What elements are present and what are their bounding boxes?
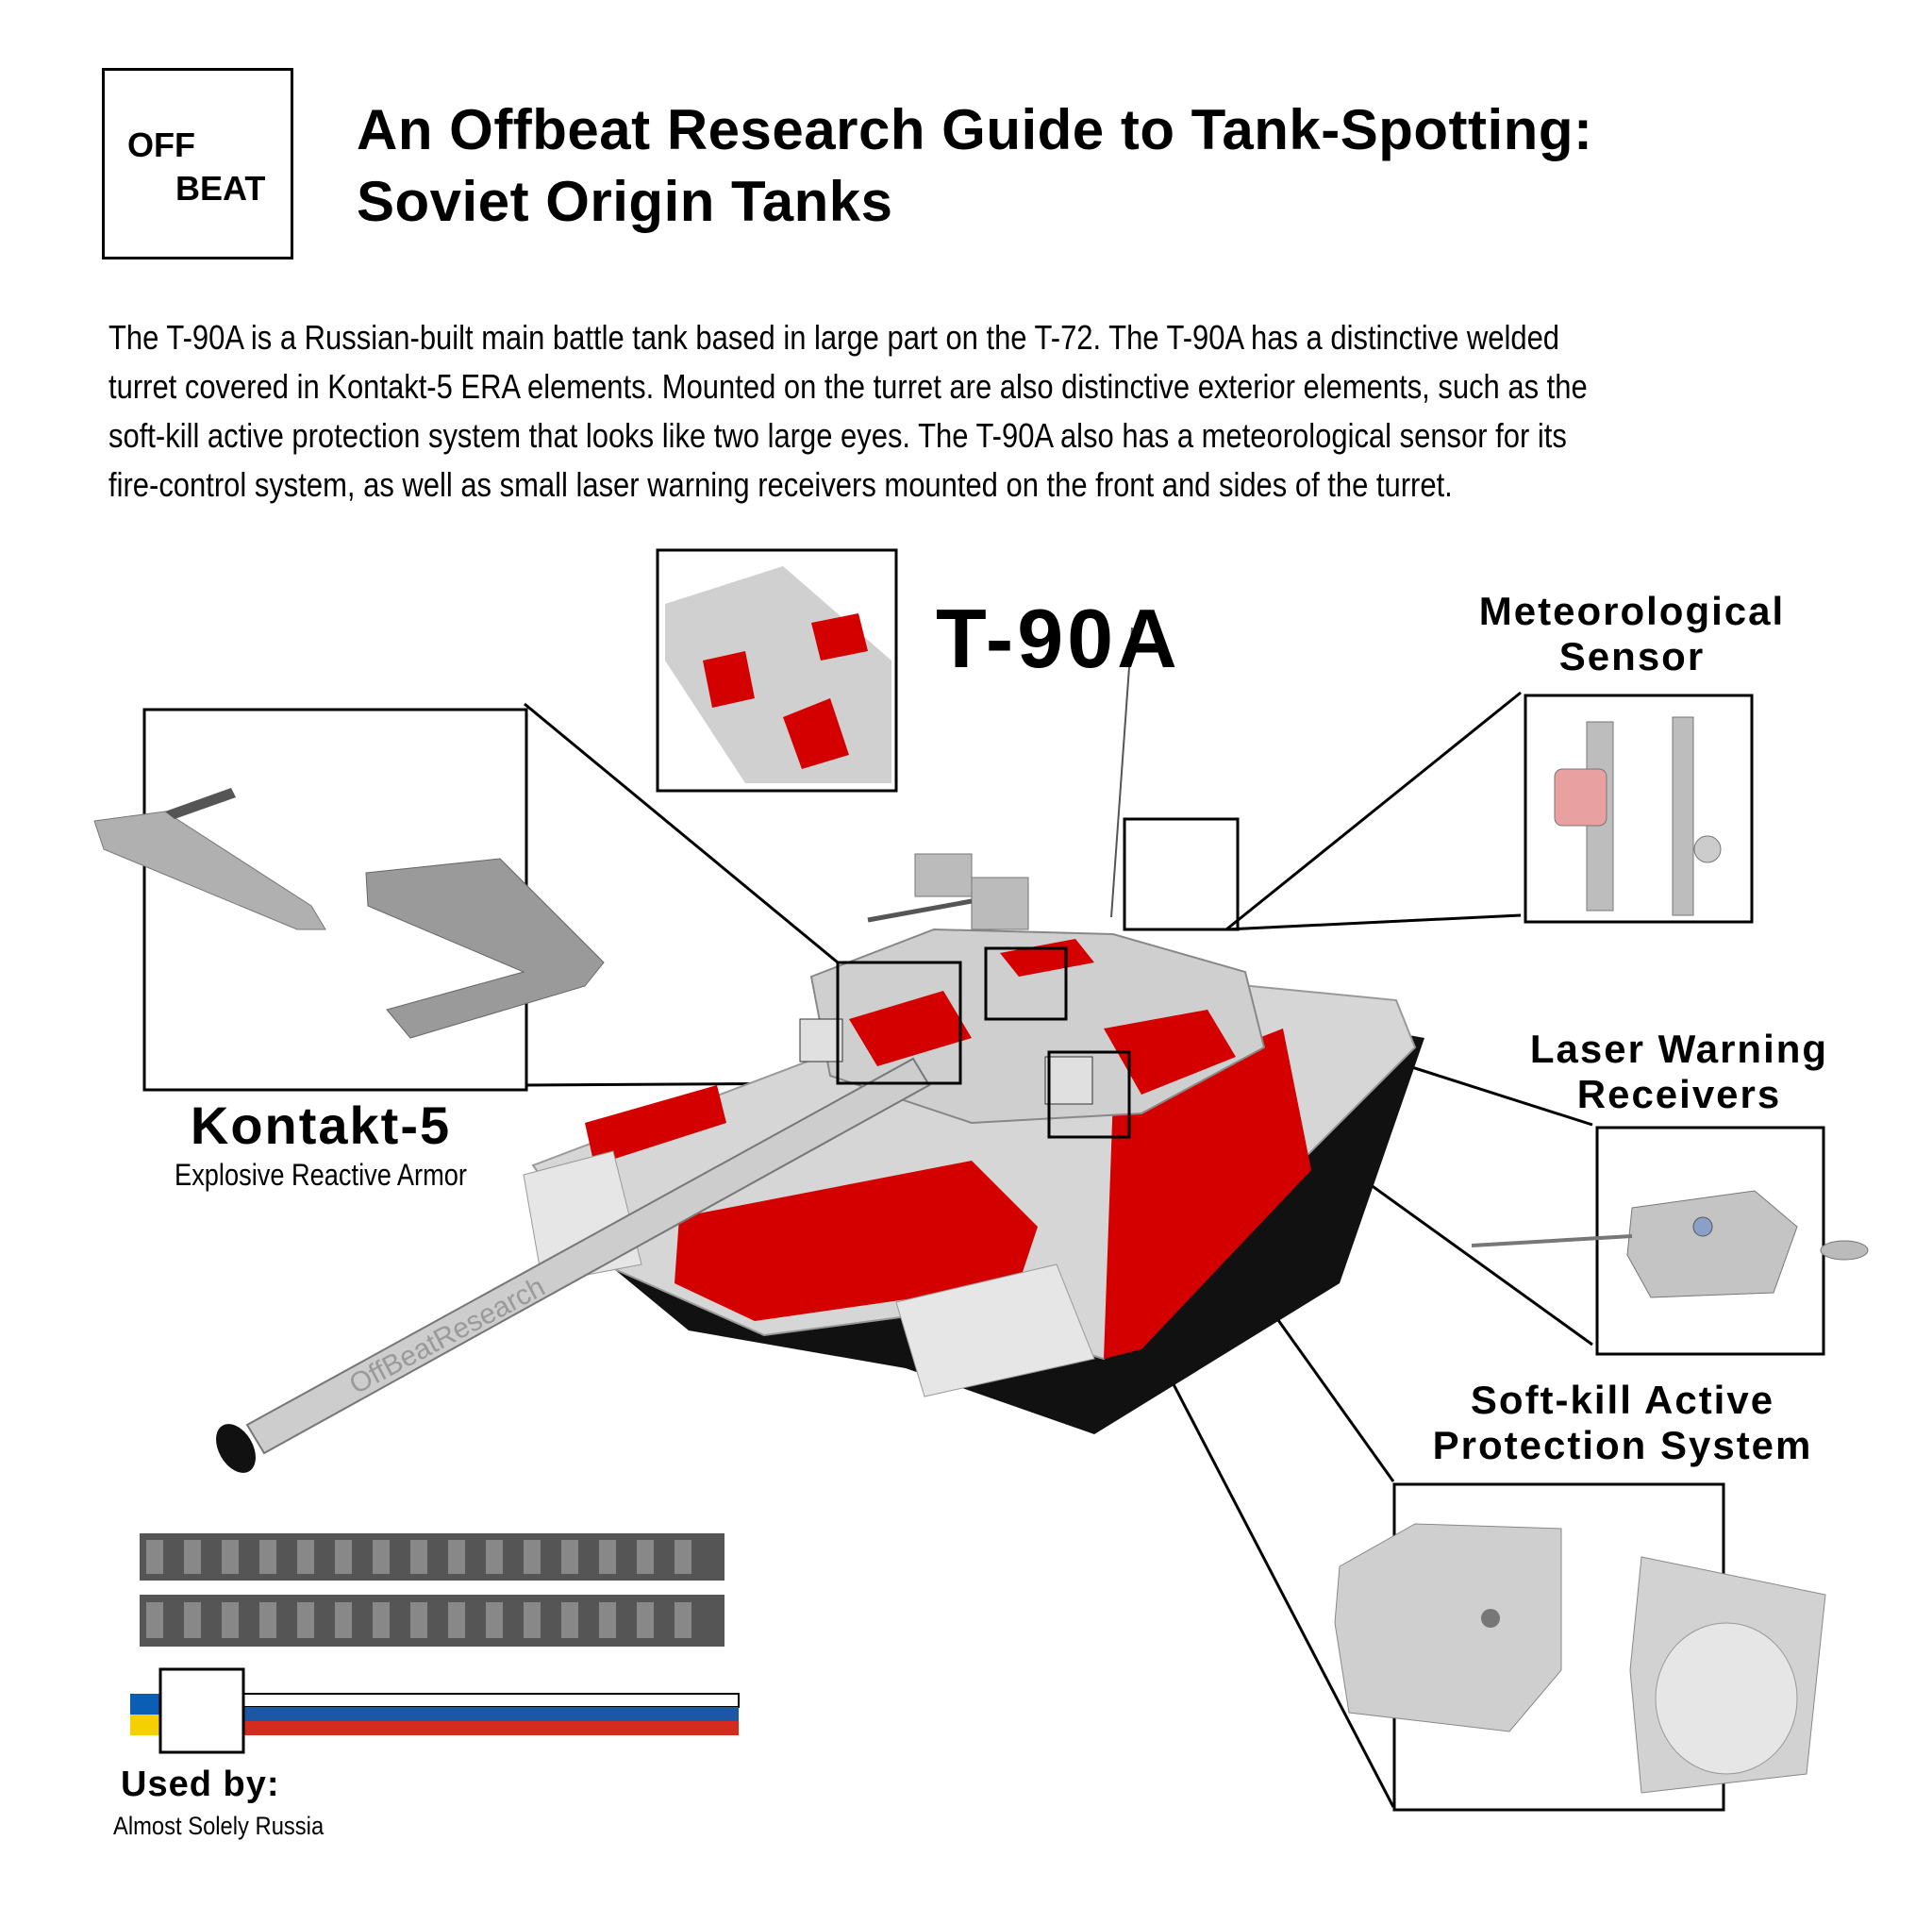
description-line-1: The T-90A is a Russian-built main battle…: [108, 318, 1560, 357]
era-block-2: [365, 858, 605, 1039]
ua-flag-yellow: [130, 1715, 160, 1735]
kontakt-label: Kontakt-5 Explosive Reactive Armor: [123, 1095, 519, 1193]
description-paragraph: The T-90A is a Russian-built main battle…: [108, 313, 1828, 510]
aps-eye-right: [1044, 1056, 1093, 1105]
turret-era-right: [1104, 1010, 1236, 1095]
page-title: An Offbeat Research Guide to Tank-Spotti…: [357, 94, 1885, 238]
laser-receiver-body: [1626, 1190, 1798, 1298]
commander-cupola: [914, 853, 973, 897]
aps-unit-rear-dome: [1655, 1622, 1798, 1775]
used-by-value: Almost Solely Russia: [113, 1812, 325, 1840]
title-line-2: Soviet Origin Tanks: [357, 170, 893, 233]
used-by-label: Used by:: [121, 1765, 280, 1804]
ua-flag-blue: [130, 1694, 160, 1715]
kontakt-title: Kontakt-5: [190, 1096, 452, 1155]
operator-flags: [130, 1667, 740, 1754]
aps-detail-box: [1047, 1050, 1131, 1139]
aps-unit-front-lens: [1481, 1609, 1500, 1628]
turret-era-left: [849, 991, 972, 1066]
right-fender: [895, 1263, 1095, 1397]
laser-label: Laser Warning Receivers: [1472, 1027, 1887, 1117]
logo-text-off: OFF: [127, 125, 195, 164]
title-line-1: An Offbeat Research Guide to Tank-Spotti…: [357, 98, 1593, 161]
machine-gun-mount: [971, 877, 1029, 930]
meteo-sensor-head: [1554, 768, 1607, 827]
laser-receiver-lens: [1692, 1216, 1713, 1237]
ru-flag-red: [243, 1721, 739, 1735]
meteo-label: Meteorological Sensor: [1429, 589, 1835, 679]
meteo-label-line-1: Meteorological: [1478, 589, 1786, 633]
top-view-era: [703, 613, 868, 769]
laser-label-line-2: Receivers: [1576, 1072, 1782, 1116]
ru-flag-blue: [243, 1707, 739, 1721]
laser-label-line-1: Laser Warning: [1529, 1027, 1829, 1071]
meteo-mast-2: [1672, 716, 1694, 916]
main-gun-barrel: [245, 1057, 931, 1455]
tank-name-label: T-90A: [936, 592, 1181, 685]
radio-antenna: [1110, 627, 1133, 918]
offbeat-logo: OFF BEAT: [102, 68, 293, 259]
softkill-label: Soft-kill Active Protection System: [1387, 1378, 1858, 1468]
aps-unit-front: [1334, 1523, 1562, 1732]
meteo-sphere: [1693, 835, 1722, 863]
laser-base: [1820, 1240, 1869, 1261]
laser-cable: [1471, 1234, 1633, 1247]
ru-flag-white: [242, 1693, 740, 1708]
description-line-4: fire-control system, as well as small la…: [108, 465, 1453, 504]
side-era-red: [1104, 1029, 1311, 1359]
era-block-1-top: [165, 788, 236, 819]
meteo-label-line-2: Sensor: [1558, 634, 1706, 678]
softkill-label-line-2: Protection System: [1432, 1423, 1813, 1467]
kontakt-subtitle: Explosive Reactive Armor: [175, 1158, 467, 1192]
logo-text-beat: BEAT: [175, 169, 266, 208]
side-era-red-left: [585, 1085, 726, 1165]
aps-eye-left: [799, 1018, 843, 1062]
track-strip: [140, 1533, 724, 1647]
glacis-era-red: [675, 1161, 1038, 1321]
kontakt-detail-box: [836, 961, 962, 1085]
description-line-3: soft-kill active protection system that …: [108, 416, 1567, 455]
flag-white-box: [158, 1667, 245, 1754]
description-line-2: turret covered in Kontakt-5 ERA elements…: [108, 367, 1588, 406]
turret-era-top: [1000, 939, 1094, 977]
laser-detail-box: [984, 946, 1068, 1021]
meteo-detail-box: [1123, 817, 1240, 931]
machine-gun-barrel: [867, 898, 973, 923]
gun-muzzle: [216, 1424, 256, 1473]
softkill-label-line-1: Soft-kill Active: [1470, 1378, 1775, 1422]
